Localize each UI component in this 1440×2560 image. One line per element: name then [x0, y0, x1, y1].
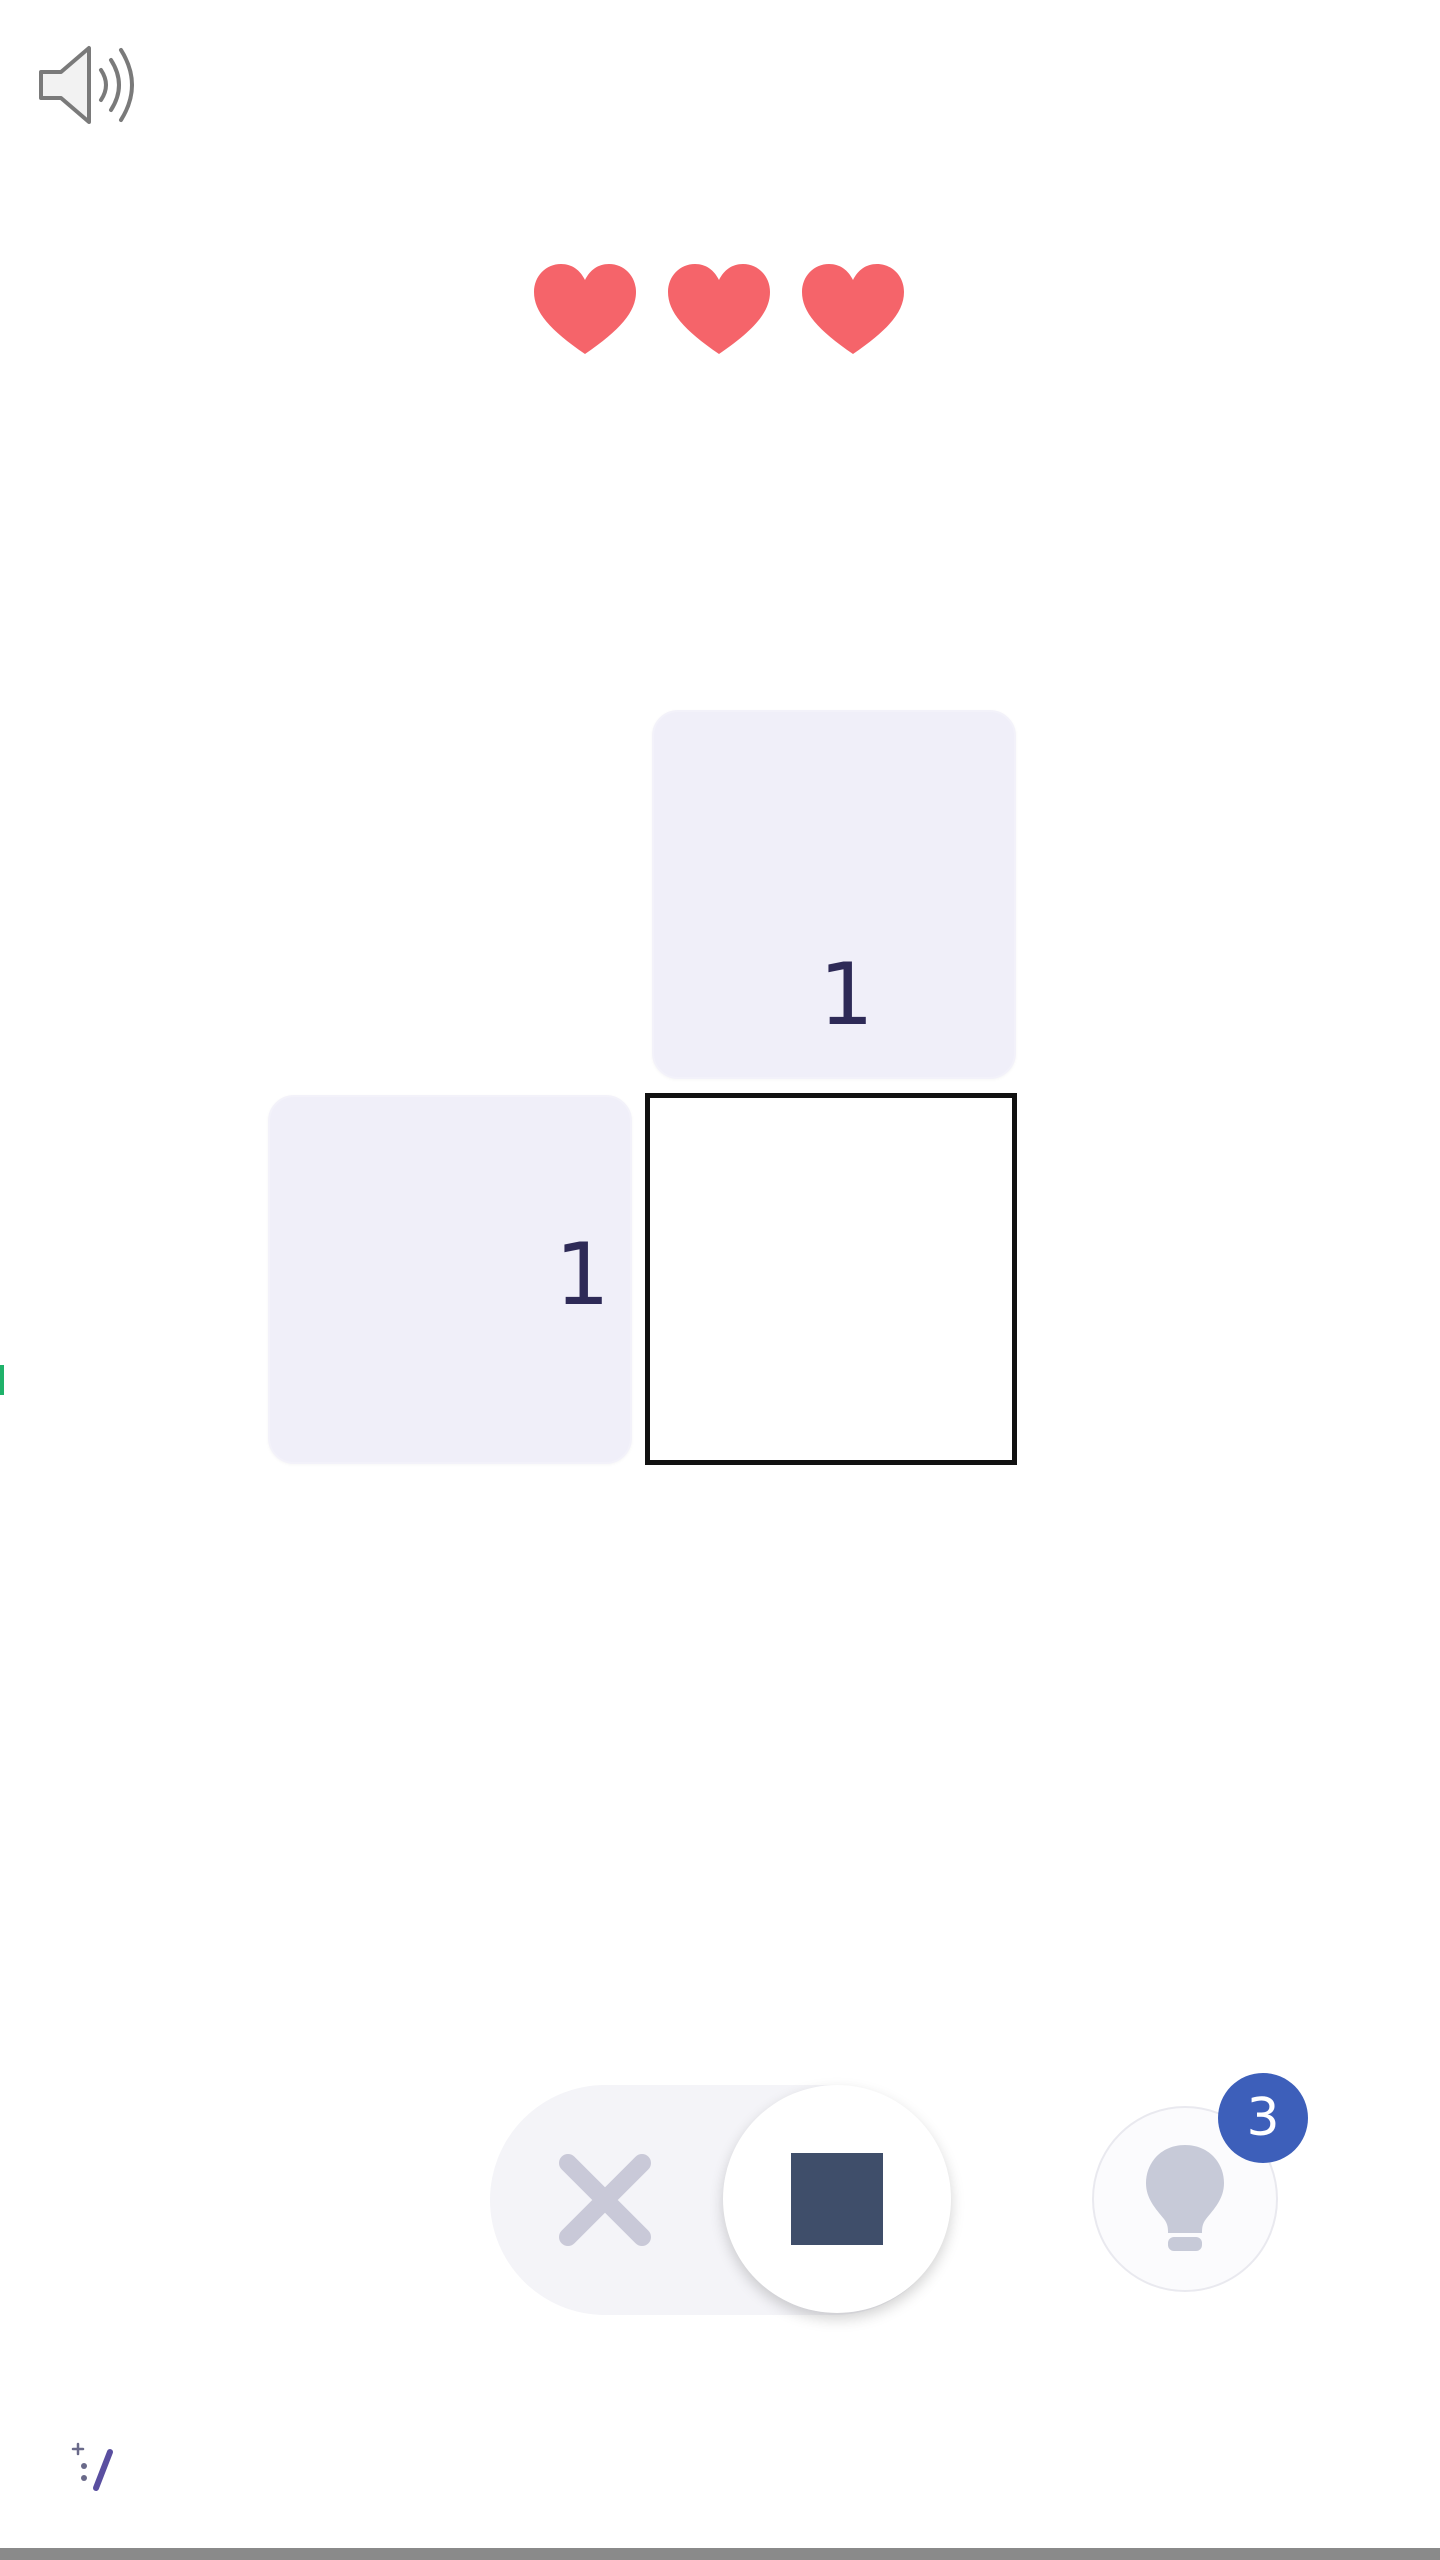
mode-toggle[interactable]	[490, 2085, 951, 2315]
edge-marker	[0, 1365, 4, 1395]
brand-logo-icon	[70, 2440, 140, 2500]
lives-indicator	[530, 255, 910, 365]
heart-icon	[802, 264, 904, 354]
column-clue: 1	[652, 710, 1016, 1079]
column-clue-number: 1	[819, 945, 874, 1045]
hint-count-badge: 3	[1218, 2073, 1308, 2163]
speaker-icon	[39, 46, 134, 124]
cross-mode-icon[interactable]	[550, 2145, 660, 2255]
row-clue-number: 1	[555, 1225, 610, 1325]
sound-toggle-button[interactable]	[30, 35, 145, 135]
row-clue: 1	[268, 1095, 632, 1464]
lightbulb-icon	[1146, 2145, 1224, 2251]
fill-mode-button[interactable]	[723, 2085, 951, 2313]
heart-icon	[534, 264, 636, 354]
grid-cell[interactable]	[645, 1093, 1017, 1465]
fill-square-icon	[791, 2153, 883, 2245]
progress-bar	[0, 2548, 1440, 2560]
heart-icon	[668, 264, 770, 354]
